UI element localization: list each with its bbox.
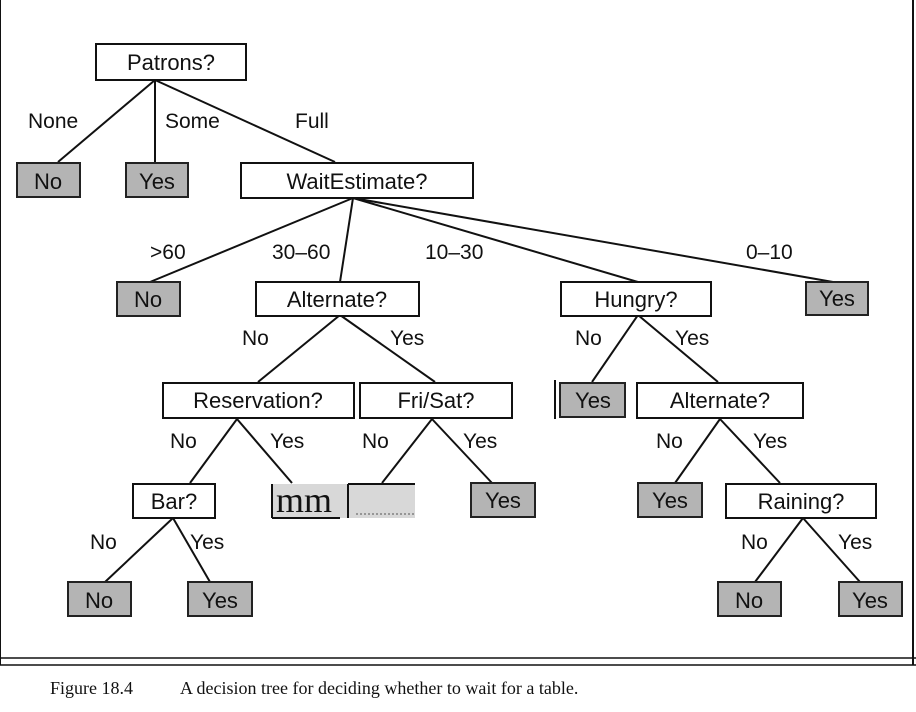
- leaf-label: Yes: [485, 488, 521, 513]
- edge-hungry-no: [591, 314, 639, 383]
- node-bar: Bar?: [132, 483, 216, 519]
- leaf-label: No: [34, 169, 62, 194]
- node-reservation: Reservation?: [162, 382, 355, 419]
- branch-label-some: Some: [165, 110, 220, 133]
- leaf-raining-yes: Yes: [838, 581, 903, 617]
- branch-label-over60: >60: [150, 241, 186, 264]
- leaf-label: Yes: [819, 286, 855, 311]
- branch-label-full: Full: [295, 110, 329, 133]
- leaf-over60-no: No: [116, 281, 181, 317]
- leaf-hungry-no-yes: Yes: [559, 382, 626, 418]
- edge-wait-0-10: [352, 197, 834, 283]
- leaf-frisat-yes: Yes: [470, 482, 536, 518]
- node-wait-estimate: WaitEstimate?: [240, 162, 474, 199]
- branch-label-bar-yes: Yes: [190, 531, 224, 554]
- node-fri-sat-label: Fri/Sat?: [397, 388, 474, 413]
- leaf-label: No: [134, 287, 162, 312]
- edge-alternate2-yes: [719, 418, 781, 484]
- node-bar-label: Bar?: [151, 489, 197, 514]
- node-hungry-label: Hungry?: [594, 287, 677, 312]
- edge-bar-yes: [172, 517, 211, 583]
- edge-raining-no: [754, 517, 804, 583]
- node-raining-label: Raining?: [758, 489, 845, 514]
- edge-reservation-yes: [236, 418, 293, 484]
- branch-label-frisat-yes: Yes: [463, 430, 497, 453]
- node-patrons: Patrons?: [95, 43, 247, 81]
- edge-bar-no: [104, 517, 174, 583]
- node-alternate-right: Alternate?: [636, 382, 804, 419]
- branch-label-raining-yes: Yes: [838, 531, 872, 554]
- node-patrons-label: Patrons?: [127, 50, 215, 75]
- branch-label-hungry-yes: Yes: [675, 327, 709, 350]
- caption-text: A decision tree for deciding whether to …: [180, 678, 579, 698]
- branch-label-reservation-yes: Yes: [270, 430, 304, 453]
- branch-label-alternate-yes: Yes: [390, 327, 424, 350]
- branch-label-raining-no: No: [741, 531, 768, 554]
- edge-hungry-yes: [637, 314, 719, 383]
- edge-alternate2-no: [674, 418, 721, 484]
- leaf-0-10-yes: Yes: [805, 281, 869, 316]
- branch-label-reservation-no: No: [170, 430, 197, 453]
- branch-label-alternate-no: No: [242, 327, 269, 350]
- edge-wait-10-30: [352, 197, 639, 283]
- edge-alternate-no: [257, 314, 341, 383]
- branch-label-bar-no: No: [90, 531, 117, 554]
- leaf-bar-yes: Yes: [187, 581, 253, 617]
- node-fri-sat: Fri/Sat?: [359, 382, 513, 419]
- branch-labels: None Some Full >60 30–60 10–30 0–10 No Y…: [28, 110, 872, 554]
- leaf-bar-no: No: [67, 581, 132, 617]
- leaf-label: Yes: [852, 588, 888, 613]
- leaf-raining-no: No: [717, 581, 782, 617]
- leaf-alternate2-no-yes: Yes: [637, 482, 703, 518]
- branch-label-none: None: [28, 110, 78, 133]
- branch-label-30-60: 30–60: [272, 241, 330, 264]
- node-alternate-left-label: Alternate?: [287, 287, 387, 312]
- branch-label-frisat-no: No: [362, 430, 389, 453]
- garbled-leaf-region: mm: [271, 480, 415, 520]
- edge-wait-over60: [149, 197, 354, 283]
- edge-wait-30-60: [339, 197, 354, 283]
- figure-number: Figure 18.4: [50, 678, 133, 698]
- edge-reservation-no: [189, 418, 238, 484]
- leaf-label: Yes: [652, 488, 688, 513]
- branch-label-0-10: 0–10: [746, 241, 793, 264]
- leaf-label: Yes: [202, 588, 238, 613]
- edge-patrons-none: [57, 79, 156, 163]
- node-alternate-left: Alternate?: [255, 281, 420, 317]
- branch-label-alternate2-no: No: [656, 430, 683, 453]
- node-hungry: Hungry?: [560, 281, 712, 317]
- leaf-label: No: [85, 588, 113, 613]
- leaf-label: Yes: [575, 388, 611, 413]
- edge-frisat-no: [381, 418, 433, 484]
- figure-caption: Figure 18.4 A decision tree for deciding …: [50, 678, 578, 699]
- edge-alternate-yes: [339, 314, 436, 383]
- leaf-none-no: No: [16, 162, 81, 198]
- garbled-leaf-text: mm: [276, 480, 332, 520]
- node-wait-estimate-label: WaitEstimate?: [286, 169, 427, 194]
- leaf-label: No: [735, 588, 763, 613]
- node-reservation-label: Reservation?: [193, 388, 323, 413]
- node-alternate-right-label: Alternate?: [670, 388, 770, 413]
- node-raining: Raining?: [725, 483, 877, 519]
- leaf-some-yes: Yes: [125, 162, 189, 198]
- edge-patrons-full: [154, 79, 336, 163]
- tree-edges: [57, 79, 861, 583]
- branch-label-alternate2-yes: Yes: [753, 430, 787, 453]
- edge-frisat-yes: [431, 418, 493, 484]
- branch-label-hungry-no: No: [575, 327, 602, 350]
- leaf-label: Yes: [139, 169, 175, 194]
- branch-label-10-30: 10–30: [425, 241, 483, 264]
- edge-raining-yes: [802, 517, 861, 583]
